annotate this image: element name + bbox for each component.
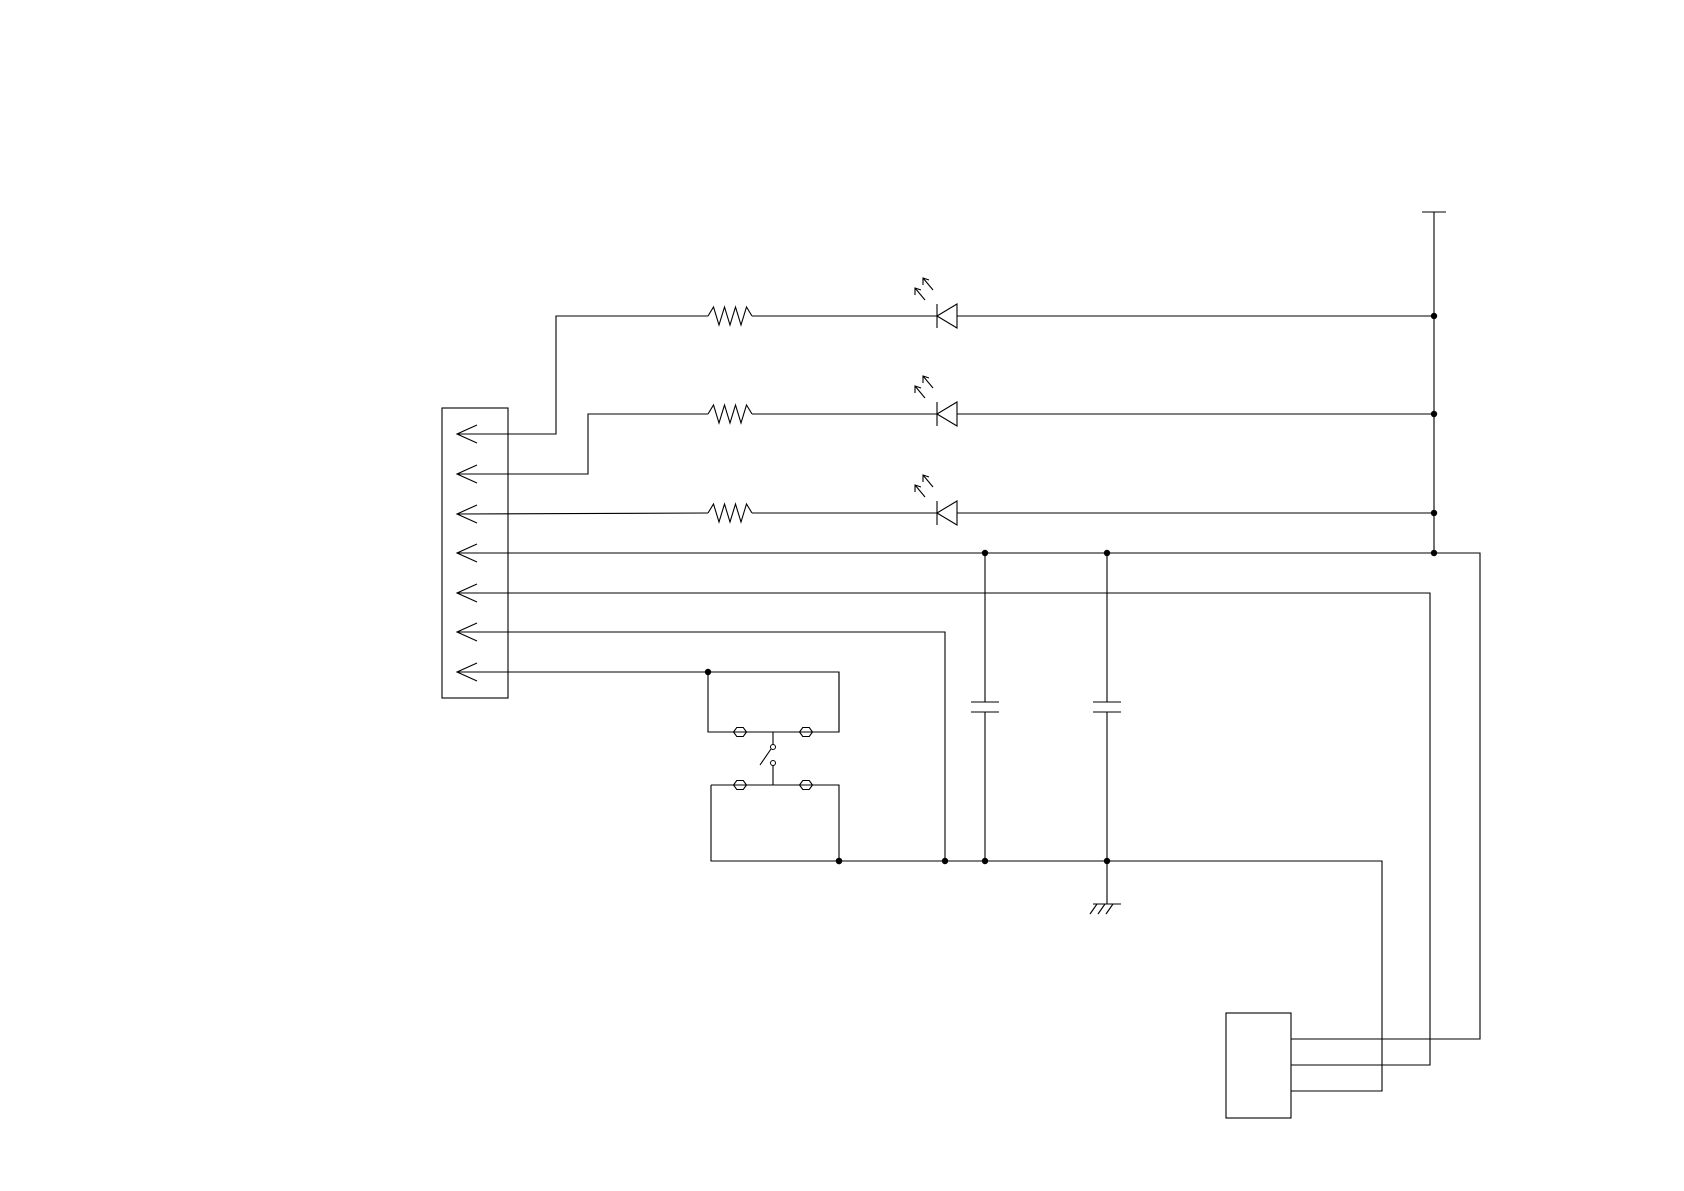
junction-dot [982,550,988,556]
switch-lower-loop [711,785,839,861]
resistor-r2 [708,405,752,423]
branch-wire-to-connector [457,414,708,474]
led-triangle [937,501,957,525]
branch-wire-to-connector [457,316,708,434]
switch-pivot [771,745,776,750]
junction-dot [836,858,842,864]
pushbutton-switch-sw1 [734,727,813,789]
led-triangle [937,304,957,328]
junction-dot [1431,510,1437,516]
junction-dot [1431,550,1437,556]
bus-wire-pin6 [457,632,945,861]
switch-upper-loop [708,672,839,732]
resistor-r1 [708,307,752,325]
capacitor-c1 [971,702,999,712]
resistor-zigzag [708,405,752,423]
switch-lever [760,749,771,765]
bus-wire-pin4 [457,553,1480,1039]
bus-wire-pin5 [457,593,1430,1065]
bus-wire-pin7 [457,672,839,732]
components [442,212,1446,1118]
junction-dot [1431,313,1437,319]
junction-dot [942,858,948,864]
module-u1 [1226,1013,1291,1118]
led-d1 [915,278,957,328]
wires [457,212,1480,1091]
switch-pivot [771,761,776,766]
junction-dot [1431,411,1437,417]
capacitor-c2 [1093,702,1121,712]
ground-hatch [1098,904,1105,914]
module-body [1226,1013,1291,1118]
resistor-zigzag [708,504,752,522]
junction-dot [1104,550,1110,556]
ground-hatch [1106,904,1113,914]
led-d2 [915,376,957,426]
led-d3 [915,475,957,525]
junction-dot [705,669,711,675]
chassis-ground-symbol [1090,904,1121,914]
led-triangle [937,402,957,426]
junction-dot [1104,858,1110,864]
resistor-r3 [708,504,752,522]
junction-dot [982,858,988,864]
ground-hatch [1090,904,1097,914]
resistor-zigzag [708,307,752,325]
junctions [705,313,1437,864]
ground-bus-wire [711,861,1382,1091]
branch-wire-to-connector [457,513,708,514]
